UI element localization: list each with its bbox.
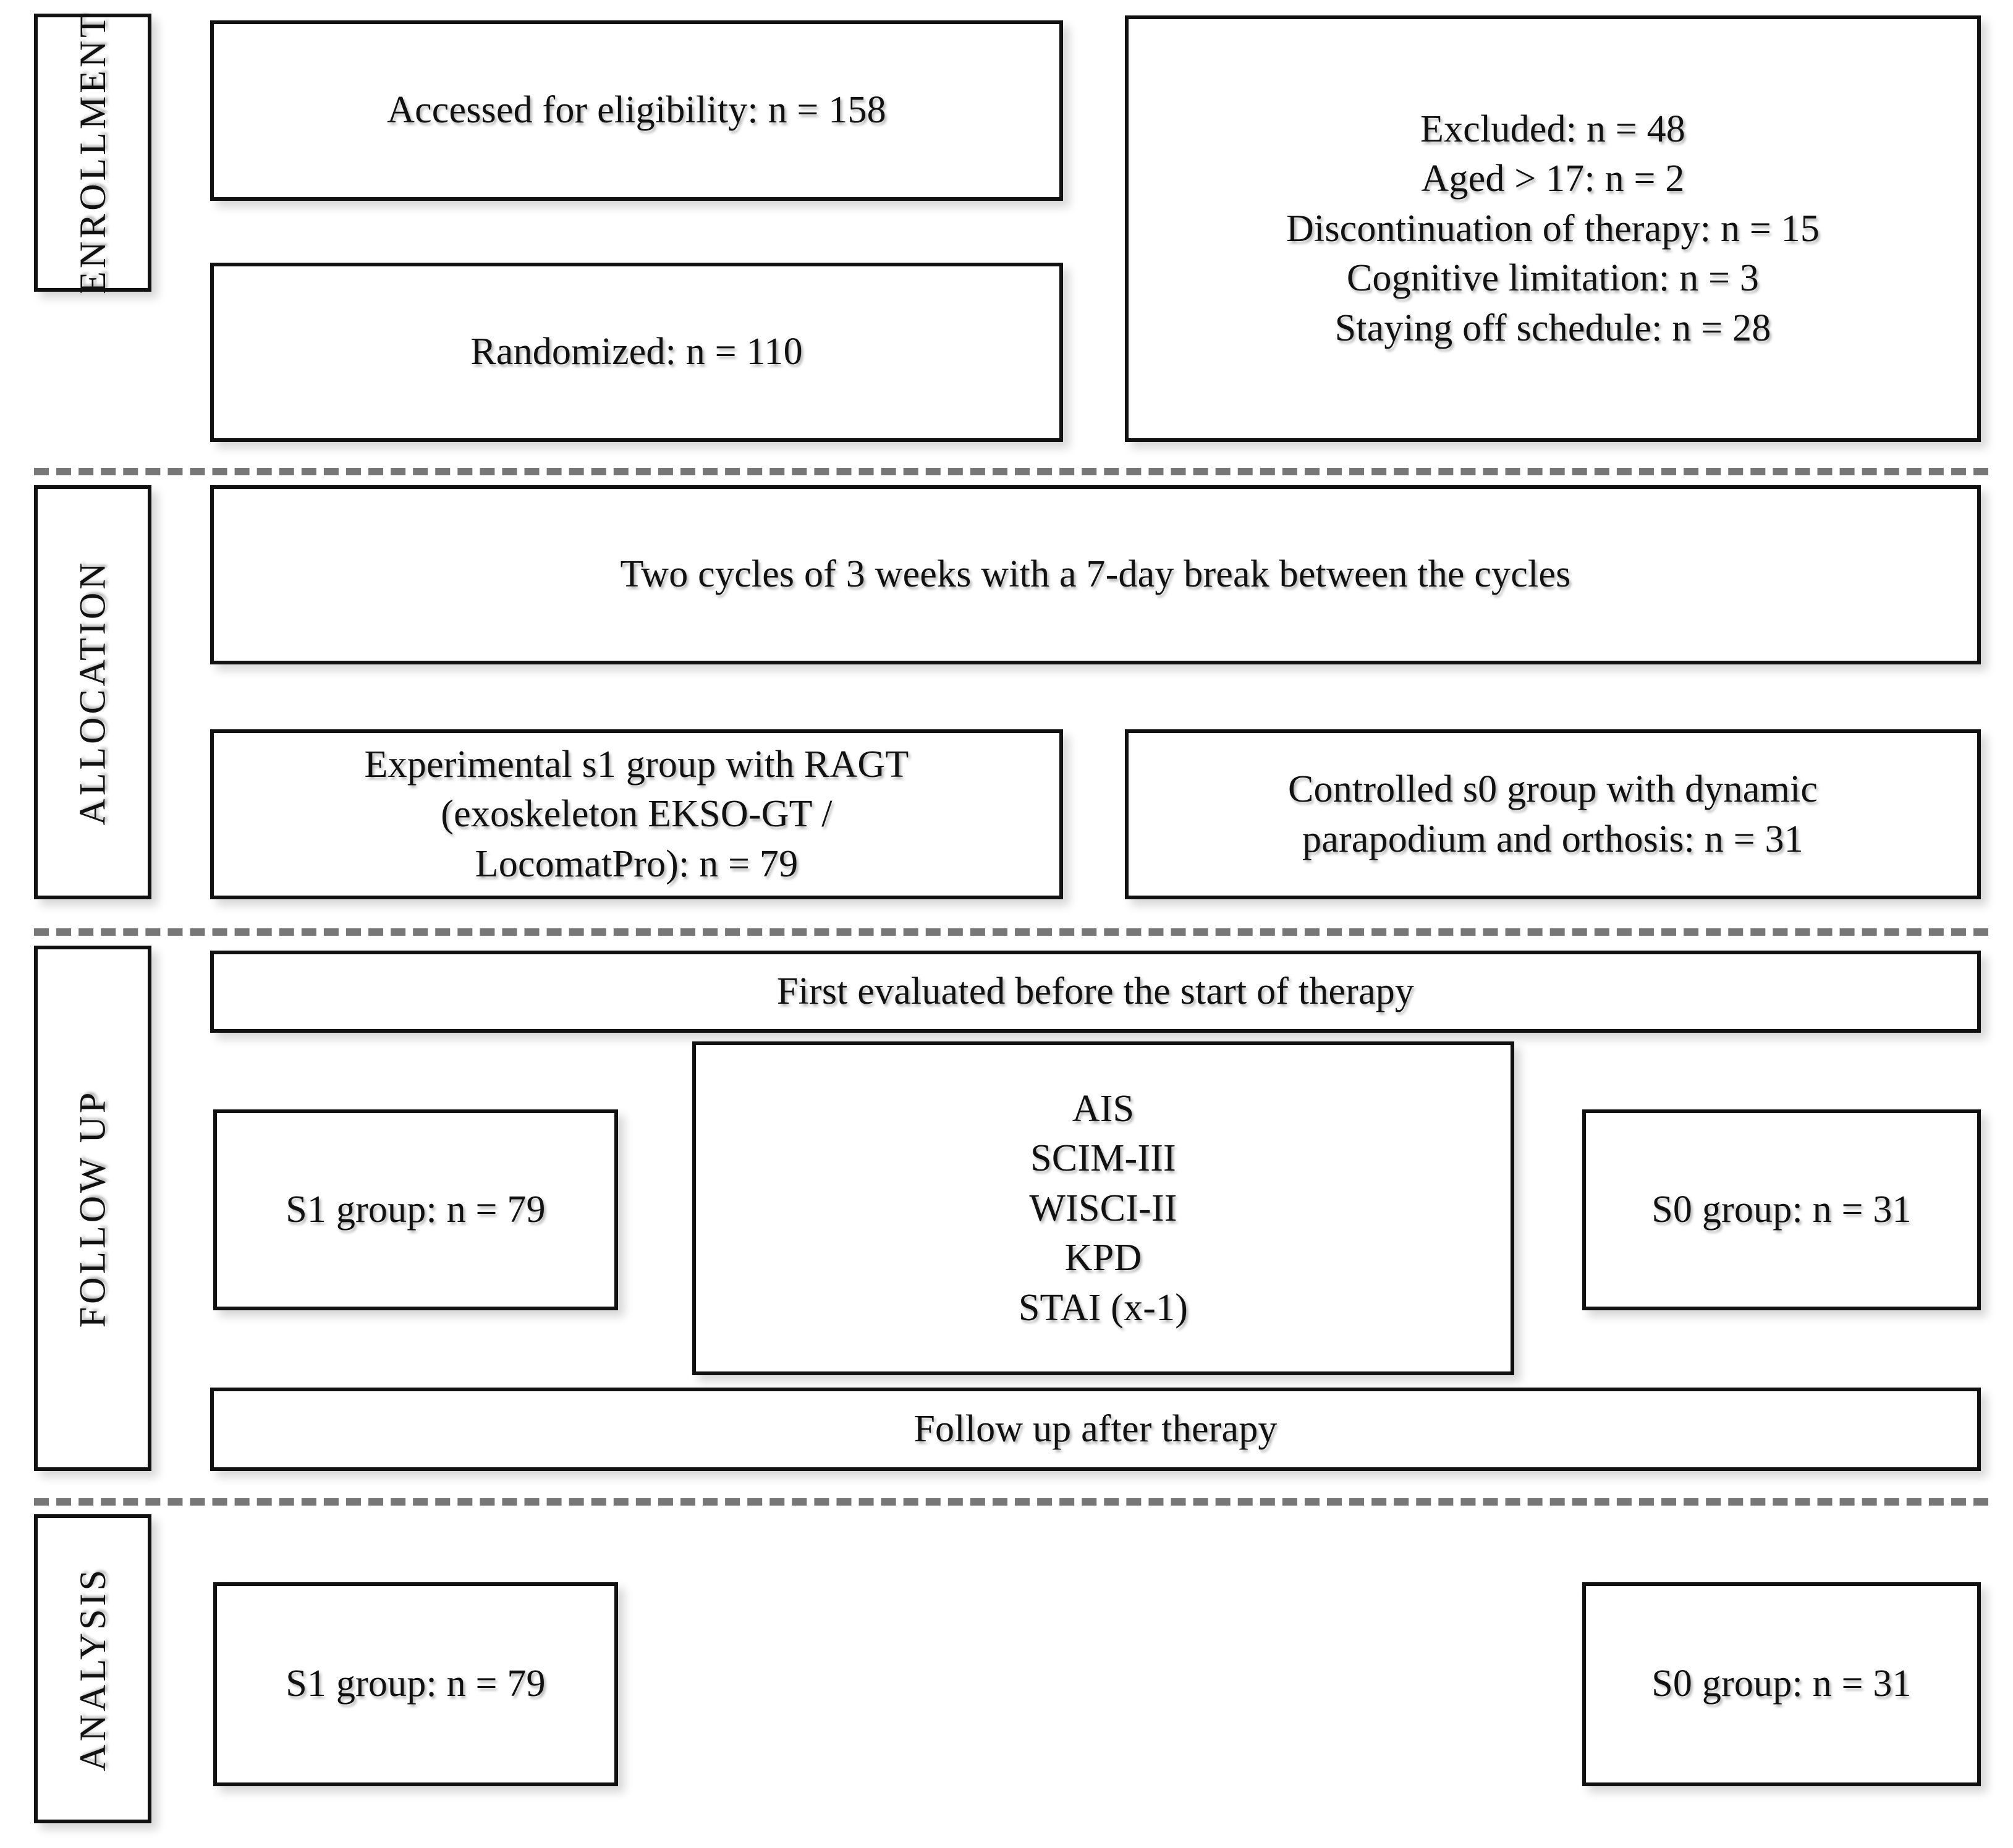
box-outcome-measures-text: AIS SCIM-III WISCI-II KPD STAI (x-1) [1018, 1087, 1189, 1329]
box-follow-up-s0-group: S0 group: n = 31 [1582, 1109, 1981, 1310]
separator-allocation-followup [34, 928, 1988, 936]
box-follow-up-s1-group-text: S1 group: n = 79 [286, 1188, 546, 1231]
box-treatment-protocol: Two cycles of 3 weeks with a 7-day break… [210, 485, 1981, 664]
box-follow-up-s0-group-text: S0 group: n = 31 [1651, 1188, 1912, 1231]
box-analysis-s1-group-text: S1 group: n = 79 [286, 1663, 546, 1705]
stage-label-enrollment-text: ENROLLMENT [72, 11, 113, 294]
box-controlled-group: Controlled s0 group with dynamic parapod… [1125, 729, 1981, 899]
box-controlled-group-text: Controlled s0 group with dynamic parapod… [1287, 768, 1818, 860]
stage-label-analysis: ANALYSIS [34, 1514, 151, 1823]
stage-label-allocation: ALLOCATION [34, 485, 151, 899]
box-follow-up-after-therapy: Follow up after therapy [210, 1388, 1981, 1471]
box-analysis-s0-group-text: S0 group: n = 31 [1651, 1663, 1912, 1705]
box-excluded: Excluded: n = 48 Aged > 17: n = 2 Discon… [1125, 15, 1981, 442]
box-first-evaluation-text: First evaluated before the start of ther… [776, 970, 1415, 1012]
box-assessed-for-eligibility: Accessed for eligibility: n = 158 [210, 20, 1063, 201]
box-assessed-for-eligibility-text: Accessed for eligibility: n = 158 [387, 89, 886, 132]
box-outcome-measures: AIS SCIM-III WISCI-II KPD STAI (x-1) [692, 1041, 1514, 1375]
box-first-evaluation: First evaluated before the start of ther… [210, 951, 1981, 1033]
box-excluded-text: Excluded: n = 48 Aged > 17: n = 2 Discon… [1286, 108, 1820, 349]
stage-label-analysis-text: ANALYSIS [72, 1566, 113, 1771]
box-analysis-s1-group: S1 group: n = 79 [213, 1582, 618, 1786]
box-follow-up-after-therapy-text: Follow up after therapy [913, 1407, 1278, 1450]
box-analysis-s0-group: S0 group: n = 31 [1582, 1582, 1981, 1786]
separator-enrollment-allocation [34, 468, 1988, 475]
stage-label-enrollment: ENROLLMENT [34, 11, 151, 294]
box-experimental-group-text: Experimental s1 group with RAGT (exoskel… [364, 743, 909, 885]
stage-label-follow-up-text: FOLLOW UP [72, 1089, 113, 1328]
box-follow-up-s1-group: S1 group: n = 79 [213, 1109, 618, 1310]
stage-label-follow-up: FOLLOW UP [34, 946, 151, 1471]
separator-followup-analysis [34, 1498, 1988, 1506]
box-randomized: Randomized: n = 110 [210, 263, 1063, 442]
box-randomized-text: Randomized: n = 110 [470, 331, 803, 373]
box-experimental-group: Experimental s1 group with RAGT (exoskel… [210, 729, 1063, 899]
box-treatment-protocol-text: Two cycles of 3 weeks with a 7-day break… [620, 553, 1571, 596]
stage-label-allocation-text: ALLOCATION [72, 559, 113, 825]
